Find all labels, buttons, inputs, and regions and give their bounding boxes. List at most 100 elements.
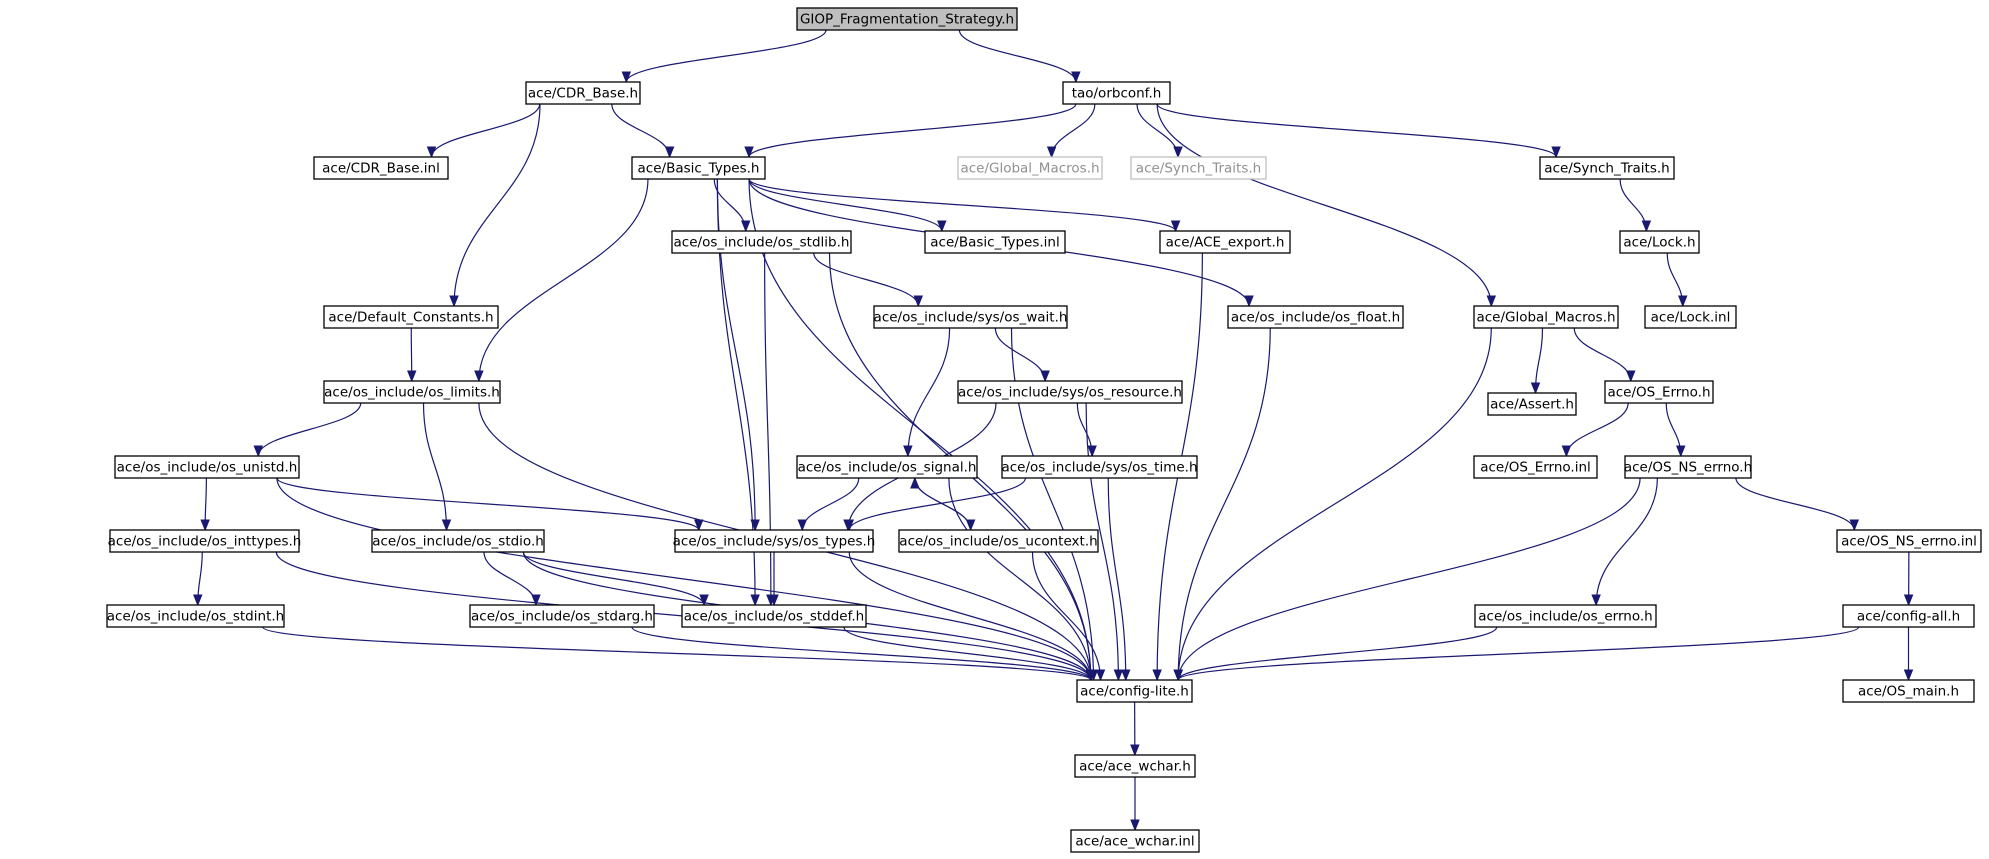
arrowhead xyxy=(407,370,417,383)
node-unistd[interactable]: ace/os_include/os_unistd.h xyxy=(114,455,300,479)
arrowhead xyxy=(1113,669,1124,682)
edge-defconst-to-limits xyxy=(407,327,417,383)
arrowhead xyxy=(1130,744,1140,757)
node-stdio[interactable]: ace/os_include/os_stdio.h xyxy=(371,529,545,553)
edge-line xyxy=(948,477,1092,681)
node-label: ace/Default_Constants.h xyxy=(328,310,493,326)
node-label: ace/Global_Macros.h xyxy=(1476,310,1615,326)
arrowhead xyxy=(1676,445,1686,458)
edge-configlite-to-wchar xyxy=(1130,701,1140,757)
node-wait[interactable]: ace/os_include/sys/os_wait.h xyxy=(873,305,1068,329)
node-basicinl[interactable]: ace/Basic_Types.inl xyxy=(924,230,1066,254)
edge-line xyxy=(625,29,827,83)
node-label: ace/Global_Macros.h xyxy=(960,161,1099,177)
arrowhead xyxy=(744,146,754,159)
node-label: ace/Lock.inl xyxy=(1651,310,1731,326)
edge-line xyxy=(1177,327,1271,681)
node-box xyxy=(1487,392,1577,416)
arrowhead xyxy=(1173,669,1183,682)
node-types[interactable]: ace/os_include/sys/os_types.h xyxy=(673,529,876,553)
node-wcharinl[interactable]: ace/ace_wchar.inl xyxy=(1070,829,1200,853)
node-stddef[interactable]: ace/os_include/os_stddef.h xyxy=(681,604,867,628)
node-aceexp[interactable]: ace/ACE_export.h xyxy=(1159,230,1291,254)
edge-stddef-to-configlite xyxy=(843,626,1096,682)
node-osmain[interactable]: ace/OS_main.h xyxy=(1842,679,1975,703)
arrowhead xyxy=(750,594,760,607)
node-root[interactable]: GIOP_Fragmentation_Strategy.h xyxy=(796,7,1018,31)
node-box xyxy=(671,230,852,254)
node-label: ace/CDR_Base.h xyxy=(528,86,638,102)
node-wchar[interactable]: ace/ace_wchar.h xyxy=(1074,754,1196,778)
edge-line xyxy=(257,402,362,457)
arrowhead xyxy=(449,295,459,308)
node-box xyxy=(106,604,285,628)
node-label: ace/OS_main.h xyxy=(1858,684,1959,700)
edge-basic-to-aceexp xyxy=(748,178,1181,233)
edge-float-to-configlite xyxy=(1173,327,1271,682)
arrowhead xyxy=(1903,669,1914,682)
node-nserrno[interactable]: ace/OS_NS_errno.h xyxy=(1624,455,1752,479)
node-resource[interactable]: ace/os_include/sys/os_resource.h xyxy=(957,380,1183,404)
node-oserrnoh[interactable]: ace/os_include/os_errno.h xyxy=(1474,604,1657,628)
node-box xyxy=(1473,305,1619,329)
edge-wait-to-resource xyxy=(994,327,1050,383)
node-limits[interactable]: ace/os_include/os_limits.h xyxy=(323,380,501,404)
node-lockinl[interactable]: ace/Lock.inl xyxy=(1644,305,1737,329)
node-errnoinl[interactable]: ace/OS_Errno.inl xyxy=(1473,455,1598,479)
node-label: ace/Basic_Types.inl xyxy=(930,235,1059,251)
arrowhead xyxy=(910,476,920,489)
node-label: ace/os_include/os_stdint.h xyxy=(107,609,284,625)
node-defconst[interactable]: ace/Default_Constants.h xyxy=(323,305,499,329)
node-label: ace/OS_Errno.h xyxy=(1607,385,1710,401)
arrowhead xyxy=(1641,220,1652,233)
node-assert[interactable]: ace/Assert.h xyxy=(1487,392,1577,416)
edge-orbconf-to-gmac xyxy=(1156,103,1497,308)
node-float[interactable]: ace/os_include/os_float.h xyxy=(1227,305,1404,329)
arrowhead xyxy=(1170,220,1181,233)
node-box xyxy=(313,156,449,180)
node-oserrno[interactable]: ace/OS_Errno.h xyxy=(1604,380,1714,404)
edge-line xyxy=(1573,327,1632,382)
node-cdrinl[interactable]: ace/CDR_Base.inl xyxy=(313,156,449,180)
node-stdint[interactable]: ace/os_include/os_stdint.h xyxy=(106,604,285,628)
node-label: ace/ACE_export.h xyxy=(1166,235,1285,251)
edge-nserrno-to-configlite xyxy=(1173,477,1641,682)
node-stdarg[interactable]: ace/os_include/os_stdarg.h xyxy=(469,604,655,628)
edge-limits-to-unistd xyxy=(253,402,362,458)
edge-line xyxy=(1156,103,1492,307)
arrowhead xyxy=(426,146,437,159)
arrowhead xyxy=(1561,445,1572,458)
node-stdlib[interactable]: ace/os_include/os_stdlib.h xyxy=(671,230,852,254)
edge-inttypes-to-stdint xyxy=(193,551,203,607)
arrowhead xyxy=(694,519,704,532)
node-inttypes[interactable]: ace/os_include/os_inttypes.h xyxy=(108,529,302,553)
node-gmac[interactable]: ace/Global_Macros.h xyxy=(1473,305,1619,329)
arrowhead xyxy=(797,519,807,532)
edge-line xyxy=(748,178,943,232)
node-box xyxy=(796,7,1018,31)
node-ucontext[interactable]: ace/os_include/os_ucontext.h xyxy=(898,529,1099,553)
node-box xyxy=(525,81,641,105)
node-nserrnoinl[interactable]: ace/OS_NS_errno.inl xyxy=(1836,529,1982,553)
node-label: ace/os_include/os_stddef.h xyxy=(684,609,864,625)
node-synch[interactable]: ace/Synch_Traits.h xyxy=(1539,156,1675,180)
node-box xyxy=(371,529,545,553)
node-configlite[interactable]: ace/config-lite.h xyxy=(1076,679,1193,703)
node-ostime[interactable]: ace/os_include/sys/os_time.h xyxy=(1001,455,1198,479)
edge-line xyxy=(522,551,705,606)
node-label: ace/config-all.h xyxy=(1857,609,1960,625)
node-orbconf[interactable]: tao/orbconf.h xyxy=(1062,81,1171,105)
node-label: ace/os_include/os_stdio.h xyxy=(372,534,544,550)
node-basic[interactable]: ace/Basic_Types.h xyxy=(631,156,766,180)
node-box xyxy=(469,604,655,628)
edge-line xyxy=(1107,477,1127,681)
node-box xyxy=(1474,604,1657,628)
node-lock[interactable]: ace/Lock.h xyxy=(1619,230,1700,254)
edge-wchar-to-wcharinl xyxy=(1130,777,1140,832)
node-signal[interactable]: ace/os_include/os_signal.h xyxy=(796,455,978,479)
node-box xyxy=(323,380,501,404)
node-cdrbase[interactable]: ace/CDR_Base.h xyxy=(525,81,641,105)
node-configall[interactable]: ace/config-all.h xyxy=(1842,604,1975,628)
edge-signal-to-types xyxy=(797,477,860,532)
